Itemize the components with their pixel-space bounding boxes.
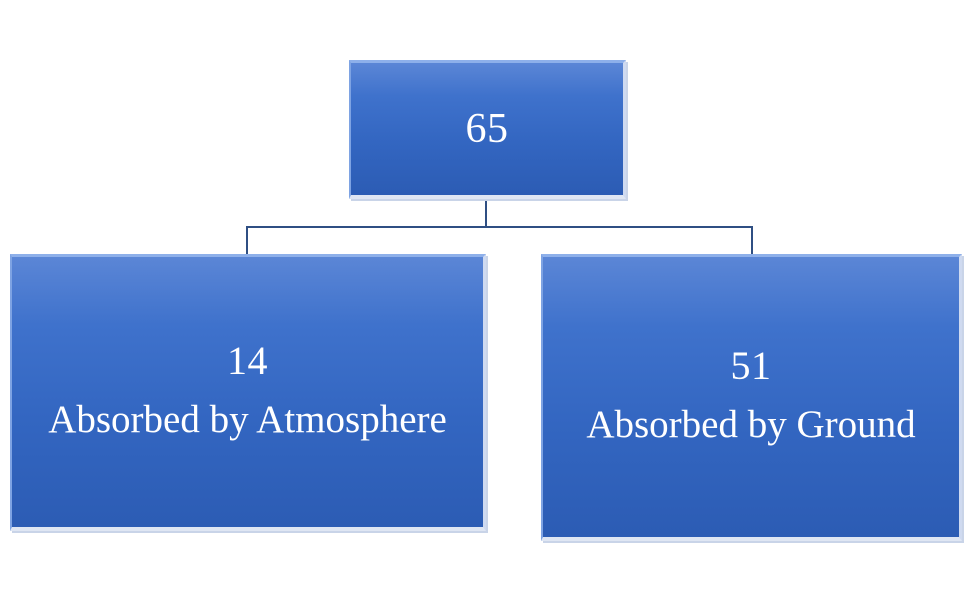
connector-root-stem bbox=[485, 198, 487, 227]
child-node-ground: 51 Absorbed by Ground bbox=[541, 254, 962, 541]
root-node-value: 65 bbox=[465, 105, 509, 152]
atmosphere-node-label: Absorbed by Atmosphere bbox=[48, 397, 447, 441]
atmosphere-node-value: 14 bbox=[227, 337, 268, 383]
connector-right-drop bbox=[751, 226, 753, 255]
connector-left-drop bbox=[246, 226, 248, 255]
ground-node-value: 51 bbox=[730, 342, 772, 388]
connector-horizontal-bar bbox=[246, 226, 753, 228]
child-node-atmosphere: 14 Absorbed by Atmosphere bbox=[10, 254, 486, 531]
root-node: 65 bbox=[349, 60, 626, 199]
ground-node-label: Absorbed by Ground bbox=[586, 402, 916, 446]
